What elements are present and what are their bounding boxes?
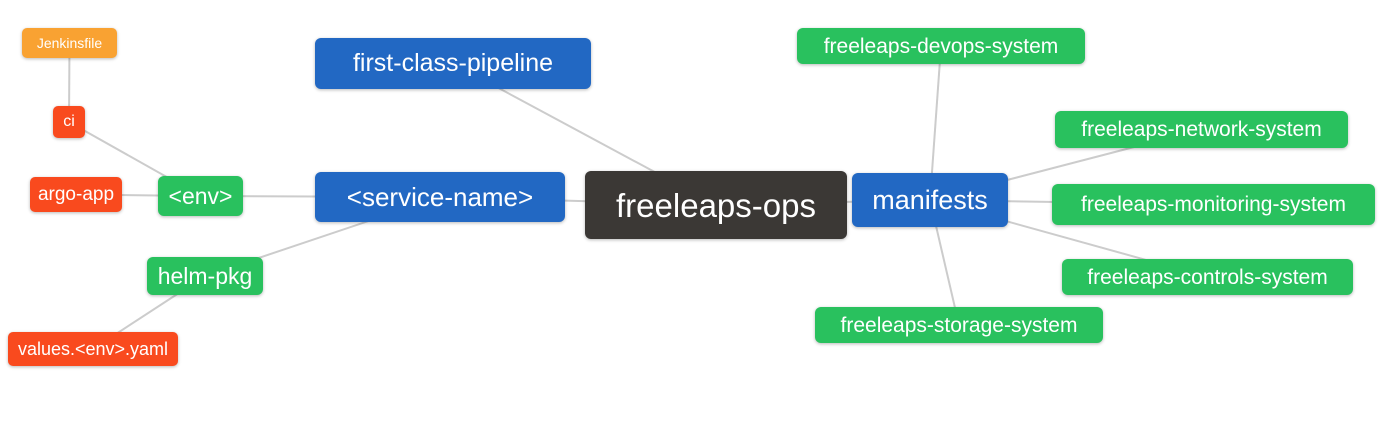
node-freeleaps-storage-system[interactable]: freeleaps-storage-system xyxy=(815,307,1103,343)
node-first-class-pipeline[interactable]: first-class-pipeline xyxy=(315,38,591,89)
node-jenkinsfile[interactable]: Jenkinsfile xyxy=(22,28,117,58)
node-freeleaps-monitoring-system[interactable]: freeleaps-monitoring-system xyxy=(1052,184,1375,225)
node-freeleaps-network-system[interactable]: freeleaps-network-system xyxy=(1055,111,1348,148)
node-env[interactable]: <env> xyxy=(158,176,243,216)
node-freeleaps-devops-system[interactable]: freeleaps-devops-system xyxy=(797,28,1085,64)
node-ci[interactable]: ci xyxy=(53,106,85,138)
node-helm-pkg[interactable]: helm-pkg xyxy=(147,257,263,295)
node-argo-app[interactable]: argo-app xyxy=(30,177,122,212)
node-values-env-yaml[interactable]: values.<env>.yaml xyxy=(8,332,178,366)
node-manifests[interactable]: manifests xyxy=(852,173,1008,227)
node-freeleaps-controls-system[interactable]: freeleaps-controls-system xyxy=(1062,259,1353,295)
node-service-name[interactable]: <service-name> xyxy=(315,172,565,222)
node-freeleaps-ops[interactable]: freeleaps-ops xyxy=(585,171,847,239)
